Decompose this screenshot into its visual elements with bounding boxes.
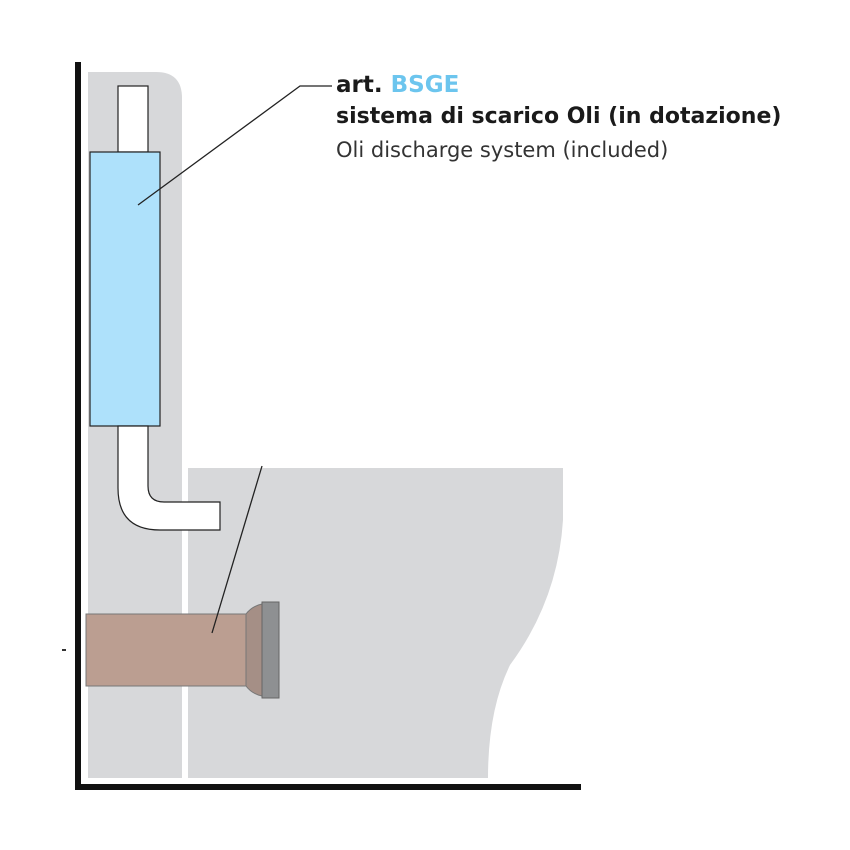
drain-pipe-cap <box>261 601 280 699</box>
cistern-tank <box>89 151 161 427</box>
drain-pipe <box>85 613 247 687</box>
wall <box>75 62 81 790</box>
title-italian: sistema di scarico Oli (in dotazione) <box>336 104 782 129</box>
title-english: Oli discharge system (included) <box>336 138 669 162</box>
flush-pipe-bend <box>117 425 221 531</box>
article-prefix: art. <box>336 72 383 98</box>
callout-label: art. BSGE sistema di scarico Oli (in dot… <box>336 70 781 166</box>
toilet-bowl <box>188 468 563 778</box>
leader-line-bsge <box>137 85 332 206</box>
tick-mark <box>62 649 66 651</box>
article-code: BSGE <box>390 72 460 98</box>
drain-pipe-flare <box>245 603 263 697</box>
floor <box>75 784 581 790</box>
leader-line-drain <box>211 465 263 634</box>
article-line: art. BSGE <box>336 70 781 100</box>
flush-pipe-top <box>117 85 149 153</box>
